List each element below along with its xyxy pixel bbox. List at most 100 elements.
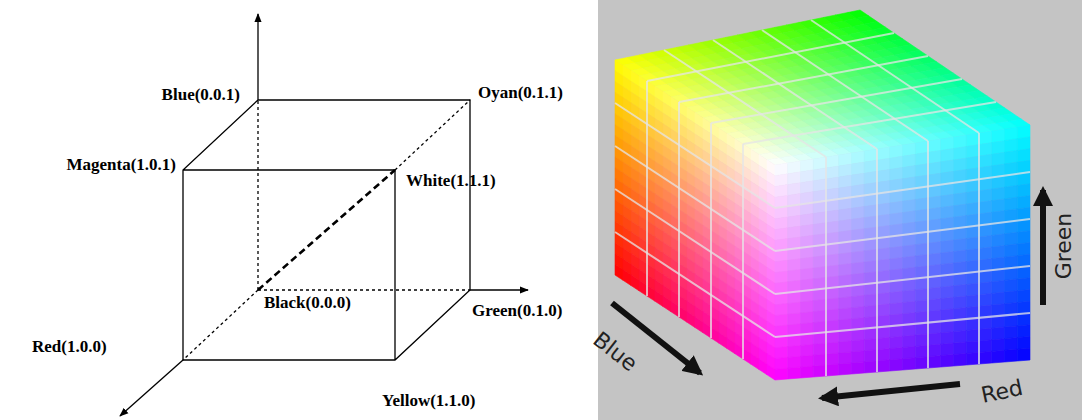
vertex-label: Black(0.0.0) <box>264 294 351 313</box>
colour-cell <box>966 352 979 365</box>
colour-cell <box>813 354 826 366</box>
colour-cell <box>864 261 877 274</box>
colour-cell <box>864 350 877 362</box>
colour-cell <box>788 215 801 228</box>
colour-cell <box>903 211 916 224</box>
colour-cell <box>788 259 801 271</box>
colour-cell <box>915 198 928 211</box>
colour-cell <box>864 205 877 218</box>
colour-cell <box>915 357 928 369</box>
colour-cell <box>864 249 877 262</box>
cube-grid-line <box>876 149 878 372</box>
colour-cell <box>813 299 826 311</box>
colour-cell <box>801 366 814 378</box>
colour-cell <box>813 267 826 279</box>
colour-cell <box>839 297 852 309</box>
colour-cube <box>615 10 1030 380</box>
cube-grid-line <box>775 172 1030 208</box>
colour-cell <box>759 359 767 375</box>
colour-cell <box>1005 244 1018 257</box>
colour-cell <box>743 348 751 364</box>
colour-cell <box>1005 279 1018 292</box>
colour-cell <box>839 219 852 232</box>
colour-cell <box>928 150 941 163</box>
colour-cell <box>775 368 788 380</box>
colour-cell <box>788 302 801 314</box>
cube-grid-line <box>825 157 827 376</box>
colour-cell <box>941 160 954 173</box>
colour-cell <box>1005 291 1018 304</box>
colour-cell <box>915 345 928 357</box>
colour-cell <box>941 332 954 345</box>
colour-cell <box>928 139 941 152</box>
colour-cell <box>801 268 814 280</box>
colour-cell <box>941 240 954 253</box>
hidden-edge <box>395 100 470 170</box>
colour-cell <box>839 308 852 320</box>
colour-cell <box>966 202 979 215</box>
colour-cell <box>775 217 788 230</box>
colour-cell <box>864 149 877 162</box>
colour-cell <box>890 156 903 169</box>
colour-cell <box>826 254 839 267</box>
colour-cell <box>864 294 877 306</box>
cube-grid-line <box>713 40 877 149</box>
colour-cell <box>890 291 903 304</box>
colour-cell <box>915 243 928 256</box>
wireframe-cube <box>120 14 528 416</box>
colour-cell <box>801 181 814 194</box>
colour-cell <box>903 200 916 213</box>
colour-cell <box>839 175 852 188</box>
colour-cell <box>1005 338 1018 351</box>
colour-cell <box>877 337 890 349</box>
colour-cell <box>877 248 890 261</box>
colour-cell <box>852 306 865 318</box>
colour-cell <box>877 158 890 171</box>
colour-cell <box>966 329 979 342</box>
colour-cell <box>928 356 941 368</box>
colour-cell <box>801 257 814 269</box>
colour-cell <box>954 296 967 309</box>
colour-cell <box>852 162 865 175</box>
green-axis <box>470 289 528 290</box>
colour-cell <box>928 344 941 356</box>
colour-cell <box>954 239 967 252</box>
colour-cell <box>1005 150 1018 164</box>
colour-cell <box>767 364 775 380</box>
colour-cell <box>1005 197 1018 210</box>
colour-cell <box>941 286 954 299</box>
colour-cell <box>890 258 903 271</box>
colour-cell <box>903 256 916 269</box>
colour-cell <box>1017 149 1030 163</box>
colour-cell <box>775 271 788 283</box>
colour-cell <box>877 147 890 160</box>
colour-cell <box>813 256 826 268</box>
colour-cell <box>1005 186 1018 199</box>
colour-cell <box>992 350 1005 363</box>
colour-cell <box>966 133 979 147</box>
colour-cell <box>788 183 801 196</box>
colour-cell <box>979 201 992 214</box>
grey-diagonal <box>258 170 395 290</box>
colour-cell <box>639 280 647 296</box>
cube-grid-line <box>762 30 928 141</box>
colour-cell <box>852 340 865 352</box>
cube-grid-line <box>743 102 996 144</box>
colour-cell <box>1017 196 1030 209</box>
colour-cell <box>954 135 967 148</box>
colour-cell <box>992 199 1005 212</box>
colour-cell <box>954 354 967 367</box>
colour-cell <box>966 295 979 308</box>
colour-cell <box>826 309 839 321</box>
colour-cell <box>903 358 916 370</box>
colour-cell <box>992 280 1005 293</box>
cube-edge <box>183 100 470 360</box>
colour-cell <box>839 208 852 221</box>
colour-cell <box>1017 278 1030 291</box>
colour-cell <box>775 357 788 369</box>
vertex-label: Green(0.1.0) <box>472 302 562 321</box>
colour-cell <box>852 295 865 307</box>
colour-cell <box>928 287 941 300</box>
colour-cell <box>915 300 928 313</box>
vertex-label: Magenta(1.0.1) <box>66 156 176 175</box>
